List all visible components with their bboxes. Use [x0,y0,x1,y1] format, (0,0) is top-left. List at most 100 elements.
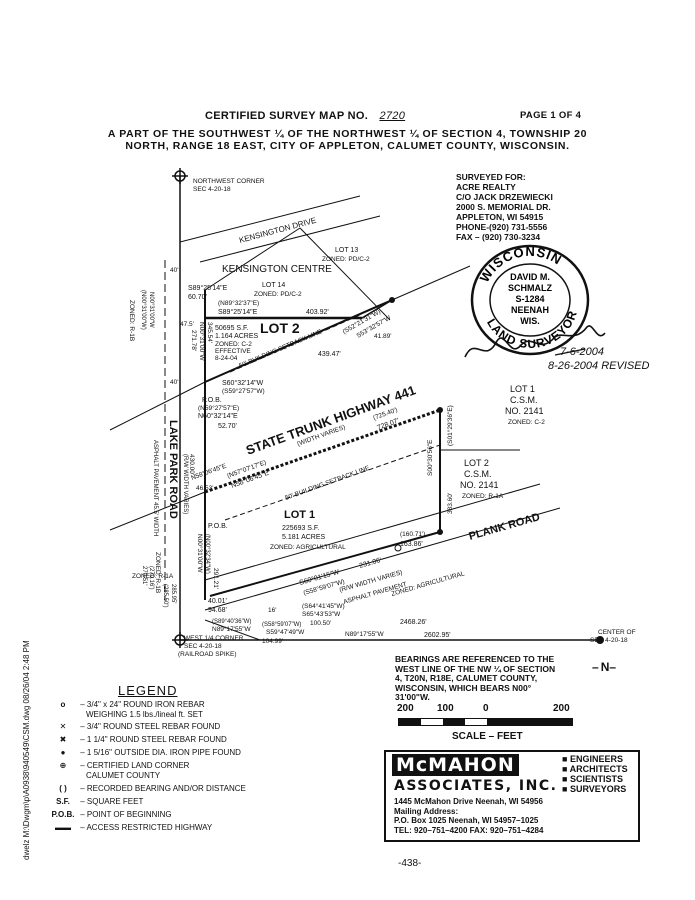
dist-40-01: 40.01' [208,598,227,605]
lot-1-ne-marker [437,407,443,413]
bearing-n00-d: N00°31'00"W [196,534,204,574]
legend-symbol: S.F. [56,797,70,806]
nw-corner-label-2: SEC 4-20-18 [193,186,231,193]
zoned-r1a: ZONED: R-1A [132,573,174,580]
mcmahon-title-block [384,750,640,842]
scale-bar-right [487,718,573,726]
pob-2-label: P.O.B. [208,523,228,530]
center-section-marker [596,636,604,644]
legend-row: ✕ – 3/4" ROUND STEEL REBAR FOUND [48,722,368,732]
dist-47-5: 47.5' [180,321,194,328]
center-label-2: SEC 4-20-18 [590,637,628,644]
bearing-s89-2: S89°25'14"E [218,308,258,316]
legend-title: LEGEND [118,683,178,698]
dist-231-06: 231.06' [359,557,383,570]
pob-1-label: P.O.B. [202,397,222,404]
bearing-s00: S00°30'56"E [426,439,434,476]
west-corner-label-1: WEST 1/4 CORNER [184,635,244,642]
north-label: N [600,660,610,674]
plank-road-north [204,483,541,581]
lot-14-line [204,227,301,291]
scale-tick-200-left: 200 [397,703,414,714]
legend-symbol: o [60,700,66,709]
dist-100-50: 100.50' [310,620,331,627]
legend-symbol: ● [60,748,66,757]
bearing-n89-recorded: (N89°32'37"E) [218,299,259,307]
bearing-s89-recorded: (S89°40'36"W) [212,619,251,625]
lake-park-rw: (R/W WIDTH VARIES) [182,454,188,514]
bearing-n89-b: N89°17'55"W [345,630,385,638]
legend-text: – 3/4" ROUND STEEL REBAR FOUND [80,722,221,731]
dist-52-70: 52.70' [218,423,237,430]
bearing-n00-c: N00°31'00"W [198,322,206,362]
legend-row: ✖ – 1 1/4" ROUND STEEL REBAR FOUND [48,735,368,745]
lot-2-sf: 50695 S.F. [215,325,249,332]
mcmahon-contact: 1445 McMahon Drive Neenah, WI 54956 Mail… [394,797,543,835]
lot-1-zone: ZONED: AGRICULTURAL [270,544,346,551]
dist-345-54: 345.54' [206,322,213,343]
page-indicator: PAGE 1 OF 4 [520,110,582,121]
center-label-1: CENTER OF [598,629,636,636]
csm-lot-1-number: NO. 2141 [505,406,544,416]
legend-text: – SQUARE FEET [80,797,144,806]
legend-text: – POINT OF BEGINNING [80,810,172,819]
lake-park-recorded-285: (285.50') [162,584,168,608]
plank-road-south [204,507,561,611]
surveyed-for-label: SURVEYED FOR: [456,172,526,182]
lot-14-zone: ZONED: PD/C-2 [254,291,302,298]
legend-text: – 1 5/16" OUTSIDE DIA. IRON PIPE FOUND [80,748,241,757]
lot-13-label: LOT 13 [335,247,358,254]
dist-403-92: 403.92' [306,309,329,316]
scale-tick-100: 100 [437,703,454,714]
mcmahon-associates: ASSOCIATES, INC. [394,778,558,794]
client-name: ACRE REALTY [456,182,516,192]
lake-park-asphalt: ASPHALT PAVEMENT 45.5' WIDTH [152,440,158,536]
bearings-note-line-5: 31'00"W. [395,692,430,702]
bearing-s89-1: S89°25'14"E [188,284,228,292]
legend-text: – ACCESS RESTRICTED HIGHWAY [80,823,213,832]
dist-60-70: 60.70' [188,294,207,301]
bearings-note-line-2: WEST LINE OF THE NW ¼ OF SECTION [395,663,556,674]
setback-2-label: 50' BUILDING SETBACK LINE [284,465,371,502]
mcmahon-services: ■ ENGINEERS ■ ARCHITECTS ■ SCIENTISTS ■ … [562,754,628,794]
bearing-n00-a: (N00°31'00"W) [140,290,146,330]
bearing-n60: N60°32'14"E [198,412,238,420]
lake-park-road-label: LAKE PARK ROAD [167,420,179,519]
plank-road-label: PLANK ROAD [468,511,542,543]
dist-41-89: 41.89' [374,333,392,340]
lot-14-label: LOT 14 [262,282,285,289]
bearing-s65: S65°43'53"W [302,610,341,618]
seal-number: S-1284 [515,294,544,304]
zoned-r1b-south: ZONED: R-1B [154,552,161,593]
dist-104-99: 104.99' [262,638,283,645]
seal-state: WIS. [520,316,540,326]
csm-lot-2-number: NO. 2141 [460,480,499,490]
legend-symbol: ✕ [59,722,67,731]
legend-list: o – 3/4" x 24" ROUND IRON REBAR WEIGHING… [48,700,368,836]
client-street: 2000 S. MEMORIAL DR. [456,202,551,212]
seal-city: NEENAH [511,305,549,315]
bearing-s59-recorded: (S59°27'57"W) [222,387,265,395]
north-arrow: –N– [592,660,619,674]
kensington-centre-label: KENSINGTON CENTRE [222,264,332,275]
bearing-n59-recorded: (N59°27'57"E) [198,404,239,412]
legend-symbol: ⊕ [59,761,67,770]
lake-park-270-51: 270.51' [141,566,147,586]
survey-map: NORTHWEST CORNER SEC 4-20-18 KENSINGTON … [109,168,636,658]
mcmahon-address: 1445 McMahon Drive Neenah, WI 54956 [394,797,543,806]
west-corner-label-3: (RAILROAD SPIKE) [178,651,237,658]
csm-lot-2-csm: C.S.M. [464,469,492,479]
csm-lot-1-zone: ZONED: C-2 [508,419,545,426]
client-contact: C/O JACK DRZEWIECKI [456,192,553,202]
mcmahon-logo: McMAHON [392,754,519,776]
page-number: -438- [398,858,422,869]
description: A PART OF THE SOUTHWEST ¼ OF THE NORTHWE… [40,128,655,152]
highway-south-row-west [109,491,206,531]
dist-40-mid: 40' [170,379,178,386]
lot-13-zone: ZONED: PD/C-2 [322,256,370,263]
legend-text: – 1 1/4" ROUND STEEL REBAR FOUND [80,735,227,744]
dist-383-60: 383.60' [447,493,454,514]
legend-symbol: ✖ [59,735,67,744]
surveyor-seal: WISCONSIN LAND SURVEYOR DAVID M. SCHMALZ… [470,244,590,356]
zoned-r1b-north: ZONED: R-1B [128,300,135,341]
